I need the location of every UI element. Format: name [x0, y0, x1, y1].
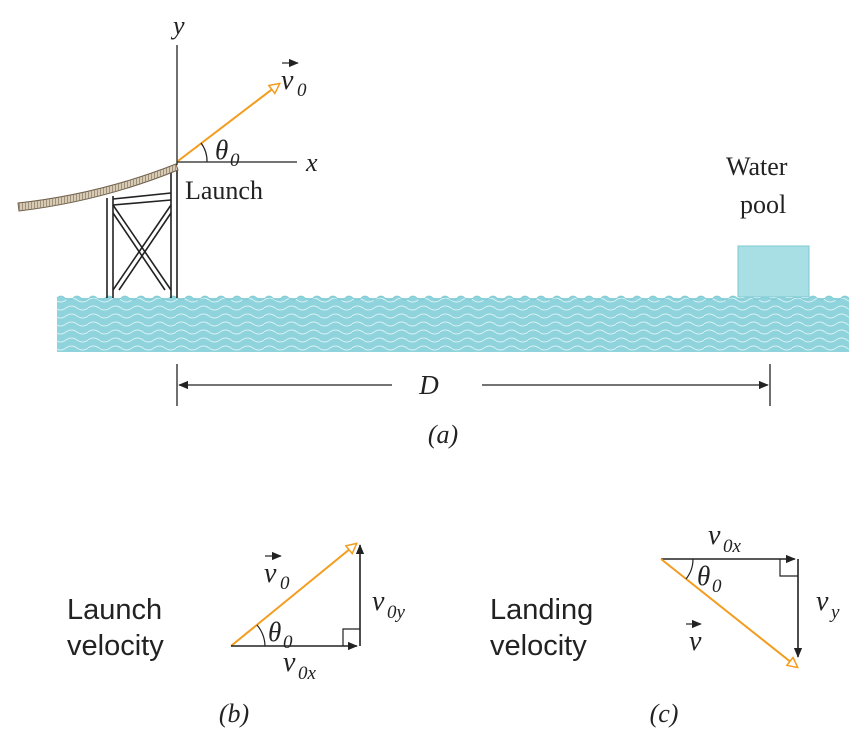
- svg-text:v: v: [816, 586, 829, 617]
- svg-text:v: v: [708, 520, 721, 551]
- svg-text:0x: 0x: [298, 663, 317, 684]
- distance-dimension: [176, 364, 771, 406]
- theta0-label-c: θ 0: [697, 561, 722, 597]
- panel-a: y x v 0 θ 0 Launch Water pool D (a): [17, 11, 849, 449]
- landing-velocity-title-line1: Landing: [490, 594, 593, 626]
- svg-text:v: v: [281, 65, 294, 96]
- panel-c: Landing velocity v 0x θ 0 v y v (c): [490, 520, 840, 728]
- svg-text:v: v: [689, 626, 702, 657]
- launch-velocity-title-line2: velocity: [67, 630, 164, 662]
- pool-label-line1: Water: [726, 152, 788, 181]
- launch-velocity-vector: [177, 84, 279, 162]
- launch-velocity-title-line1: Launch: [67, 594, 162, 626]
- pool-label-line2: pool: [740, 190, 786, 219]
- right-angle-mark-b: [342, 628, 360, 646]
- svg-text:0: 0: [230, 150, 240, 171]
- launch-tower: [106, 168, 178, 298]
- v0x-label-b: v 0x: [283, 647, 317, 684]
- launch-label: Launch: [185, 176, 263, 205]
- launch-ramp: [17, 163, 179, 212]
- v0y-label: v 0y: [372, 586, 406, 623]
- v-label-c: v: [686, 619, 702, 657]
- landing-velocity-title-line2: velocity: [490, 630, 587, 662]
- x-axis-label: x: [305, 148, 318, 177]
- caption-a: (a): [428, 420, 458, 449]
- landing-velocity-vector: [660, 558, 797, 667]
- v0-vector-label: v 0: [281, 58, 307, 101]
- caption-b: (b): [219, 699, 249, 728]
- caption-c: (c): [650, 699, 679, 728]
- theta0-label-b: θ 0: [268, 617, 293, 653]
- svg-text:0y: 0y: [387, 602, 406, 623]
- v0-label-b: v 0: [264, 551, 290, 594]
- svg-text:θ: θ: [268, 617, 281, 647]
- theta-arc-b: [256, 624, 266, 647]
- svg-text:0: 0: [280, 573, 290, 594]
- svg-text:0: 0: [712, 576, 722, 597]
- svg-text:0: 0: [283, 632, 293, 653]
- svg-text:θ: θ: [215, 135, 228, 165]
- water-pool: [737, 245, 810, 298]
- launch-angle-arc: [200, 142, 208, 163]
- water-body: [56, 295, 849, 352]
- vy-label: v y: [816, 586, 840, 623]
- svg-text:v: v: [283, 647, 296, 678]
- svg-text:v: v: [264, 558, 277, 589]
- theta0-label: θ 0: [215, 135, 240, 171]
- svg-text:θ: θ: [697, 561, 710, 591]
- distance-label: D: [418, 370, 439, 400]
- svg-text:v: v: [372, 586, 385, 617]
- theta-arc-c: [685, 558, 694, 580]
- svg-text:y: y: [829, 602, 840, 623]
- y-axis-label: y: [170, 11, 185, 40]
- v0x-label-c: v 0x: [708, 520, 742, 557]
- svg-text:0: 0: [297, 80, 307, 101]
- svg-text:0x: 0x: [723, 536, 742, 557]
- right-angle-mark-c: [779, 559, 798, 577]
- v0-hypotenuse-vector: [230, 544, 356, 647]
- panel-b: Launch velocity v 0 θ 0 v 0y v 0x (b): [67, 544, 406, 728]
